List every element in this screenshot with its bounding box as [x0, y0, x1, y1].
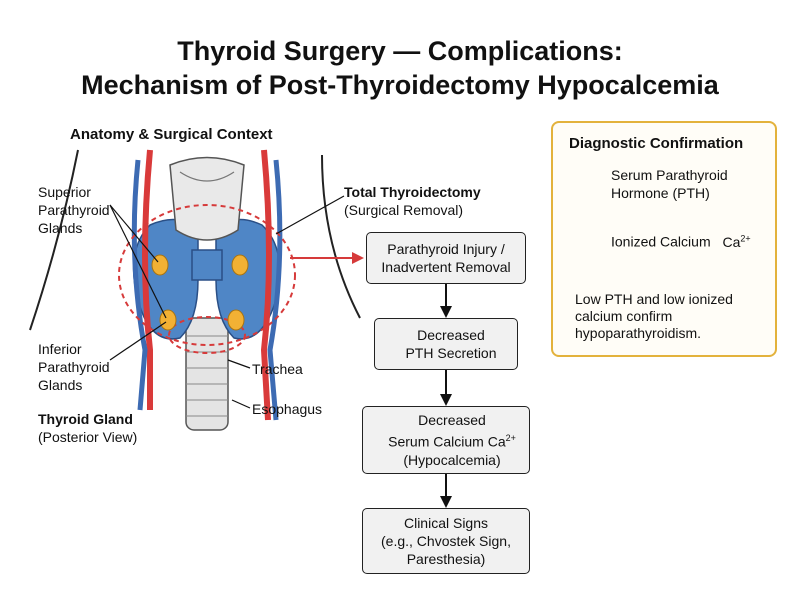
pth-label: Serum Parathyroid Hormone (PTH) [611, 167, 728, 201]
thyroid-gland-label: Thyroid Gland (Posterior View) [38, 411, 138, 445]
surgical-field-outline [118, 204, 296, 346]
diagnostic-title: Diagnostic Confirmation [569, 135, 744, 152]
anatomy-section-title: Anatomy & Surgical Context [70, 126, 273, 143]
left-jugular [131, 159, 148, 411]
neck-outline-right [321, 154, 361, 319]
esophagus-label: Esophagus [252, 401, 323, 417]
flow-step-decreased-pth: Decreased PTH Secretion [374, 318, 518, 370]
flow-step-clinical-signs: Clinical Signs (e.g., Chvostek Sign, Par… [362, 508, 530, 574]
neck-outline-left [29, 149, 79, 331]
inferior-parathyroid-label: Inferior Parathyroid Glands [38, 341, 110, 393]
right-jugular [267, 159, 283, 421]
page-title: Thyroid Surgery — Complications: Mechani… [0, 34, 800, 102]
trachea-shape [185, 317, 229, 431]
trachea-label: Trachea [252, 361, 303, 377]
total-thyroidectomy-label: Total Thyroidectomy (Surgical Removal) [344, 184, 481, 218]
calcium-symbol: Ca2+ [722, 233, 751, 250]
right-carotid [260, 149, 272, 421]
diagnostic-confirmation-panel: Diagnostic Confirmation Serum Parathyroi… [551, 121, 777, 357]
larynx-shape [169, 156, 245, 241]
isthmus-outline [168, 316, 246, 354]
ionized-calcium-label: Ionized Calcium Ca2+ [611, 233, 751, 250]
superior-parathyroid-label: Superior Parathyroid Glands [38, 184, 110, 236]
diagnostic-note: Low PTH and low ionized calcium confirm … [575, 291, 733, 341]
flow-step-decreased-calcium: Decreased Serum Calcium Ca2+ (Hypocalcem… [362, 406, 530, 474]
title-line-1: Thyroid Surgery — Complications: [177, 36, 623, 66]
thyroid-gland-shape [132, 218, 281, 340]
left-carotid [142, 149, 153, 410]
flow-step-parathyroid-injury: Parathyroid Injury / Inadvertent Removal [366, 232, 526, 284]
title-line-2: Mechanism of Post-Thyroidectomy Hypocalc… [81, 70, 719, 100]
